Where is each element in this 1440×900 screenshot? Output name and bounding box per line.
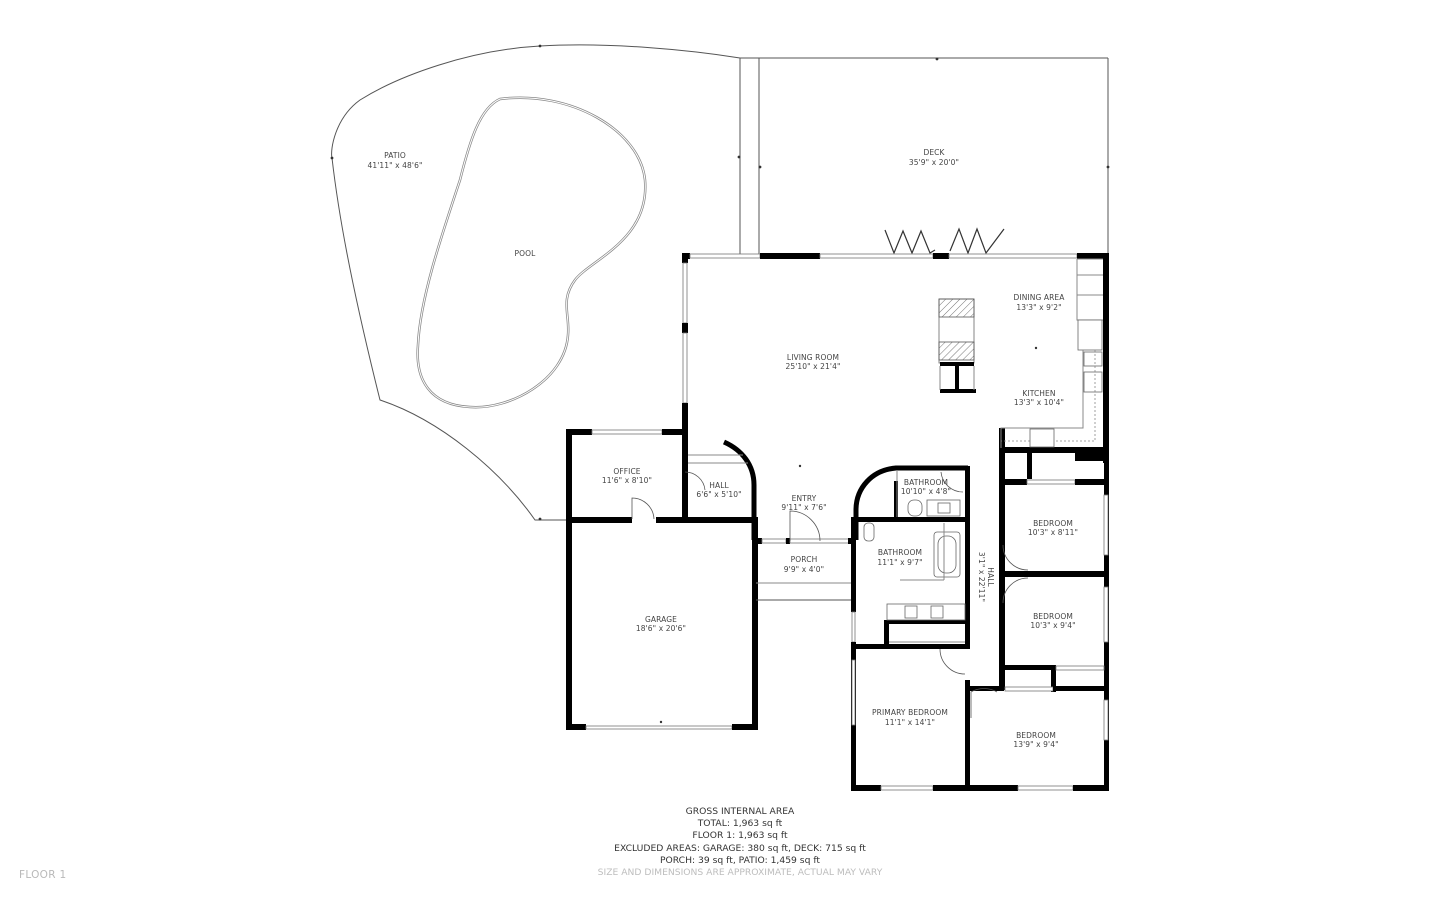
primary-bedroom-door[interactable] [939,648,966,675]
summary-excluded: EXCLUDED AREAS: GARAGE: 380 sq ft, DECK:… [614,842,866,854]
hall-front-label: HALL [709,481,729,490]
office-label: OFFICE [613,467,640,476]
kitchen-island [938,298,976,393]
hall-front-dims: 6'6" x 5'10" [696,490,741,499]
entry-label: ENTRY [792,494,817,503]
bifold-door-right [949,227,1005,255]
bathroom-main-dims: 11'1" x 9'7" [877,558,922,567]
office-door[interactable] [631,497,655,520]
bathroom-door[interactable] [940,471,964,493]
bathroom-small-dims: 10'10" x 4'8" [901,487,951,496]
bathroom-small-label: BATHROOM [904,478,948,487]
area-summary: GROSS INTERNAL AREA TOTAL: 1,963 sq ft F… [540,806,940,879]
vanity-sink-icon [886,603,966,621]
bathroom-main-label: BATHROOM [878,548,922,557]
stove-icon [1029,428,1055,448]
living-room-label: LIVING ROOM [787,353,839,362]
dining-area-dims: 13'3" x 9'2" [1016,303,1061,312]
house-walls [566,253,1109,791]
deck-label: DECK [923,148,945,157]
bedroom-3-label: BEDROOM [1016,731,1056,740]
patio-area [330,44,741,521]
pool [416,96,647,409]
floor-label: FLOOR 1 [19,869,67,881]
summary-excluded-2: PORCH: 39 sq ft, PATIO: 1,459 sq ft [659,854,821,866]
summary-heading: GROSS INTERNAL AREA [685,806,795,817]
porch-label: PORCH [791,555,818,564]
bedroom-2-label: BEDROOM [1033,612,1073,621]
hall-door[interactable] [684,471,706,491]
room-labels: PATIO 41'11" x 48'6" POOL DECK 35'9" x 2… [367,148,1078,749]
bedroom-3-door[interactable] [970,688,998,718]
summary-floor1: FLOOR 1: 1,963 sq ft [692,830,788,842]
bifold-door-left [884,229,936,255]
bedroom-2-dims: 10'3" x 9'4" [1030,621,1075,630]
toilet-icon [907,499,923,517]
hall-bedrooms-dims: 3'1" x 22'11" [977,552,986,602]
bedroom-1-door[interactable] [1002,544,1029,571]
porch-dims: 9'9" x 4'0" [784,565,824,574]
patio-dims: 41'11" x 48'6" [367,161,422,170]
bedroom-1-dims: 10'3" x 8'11" [1028,528,1078,537]
dining-area-label: DINING AREA [1014,293,1066,302]
entry-dims: 9'11" x 7'6" [781,503,826,512]
summary-total: TOTAL: 1,963 sq ft [697,818,783,830]
garage-label: GARAGE [645,615,677,624]
living-room-dims: 25'10" x 21'4" [785,362,840,371]
bedroom-1-label: BEDROOM [1033,519,1073,528]
summary-disclaimer: SIZE AND DIMENSIONS ARE APPROXIMATE, ACT… [597,867,883,879]
patio-label: PATIO [384,151,406,160]
garage-dims: 18'6" x 20'6" [636,624,686,633]
primary-bedroom-dims: 11'1" x 14'1" [885,718,935,727]
deck-area [737,57,1110,256]
entry-door[interactable] [789,510,821,542]
kitchen-label: KITCHEN [1022,389,1055,398]
hall-bedrooms-label: HALL [986,567,995,587]
deck-dims: 35'9" x 20'0" [909,158,959,167]
bedroom-3-dims: 13'9" x 9'4" [1013,740,1058,749]
kitchen-dims: 13'3" x 10'4" [1014,398,1064,407]
primary-bedroom-label: PRIMARY BEDROOM [872,708,948,717]
bedroom-2-door[interactable] [1002,577,1029,604]
office-dims: 11'6" x 8'10" [602,476,652,485]
pool-label: POOL [515,249,537,258]
